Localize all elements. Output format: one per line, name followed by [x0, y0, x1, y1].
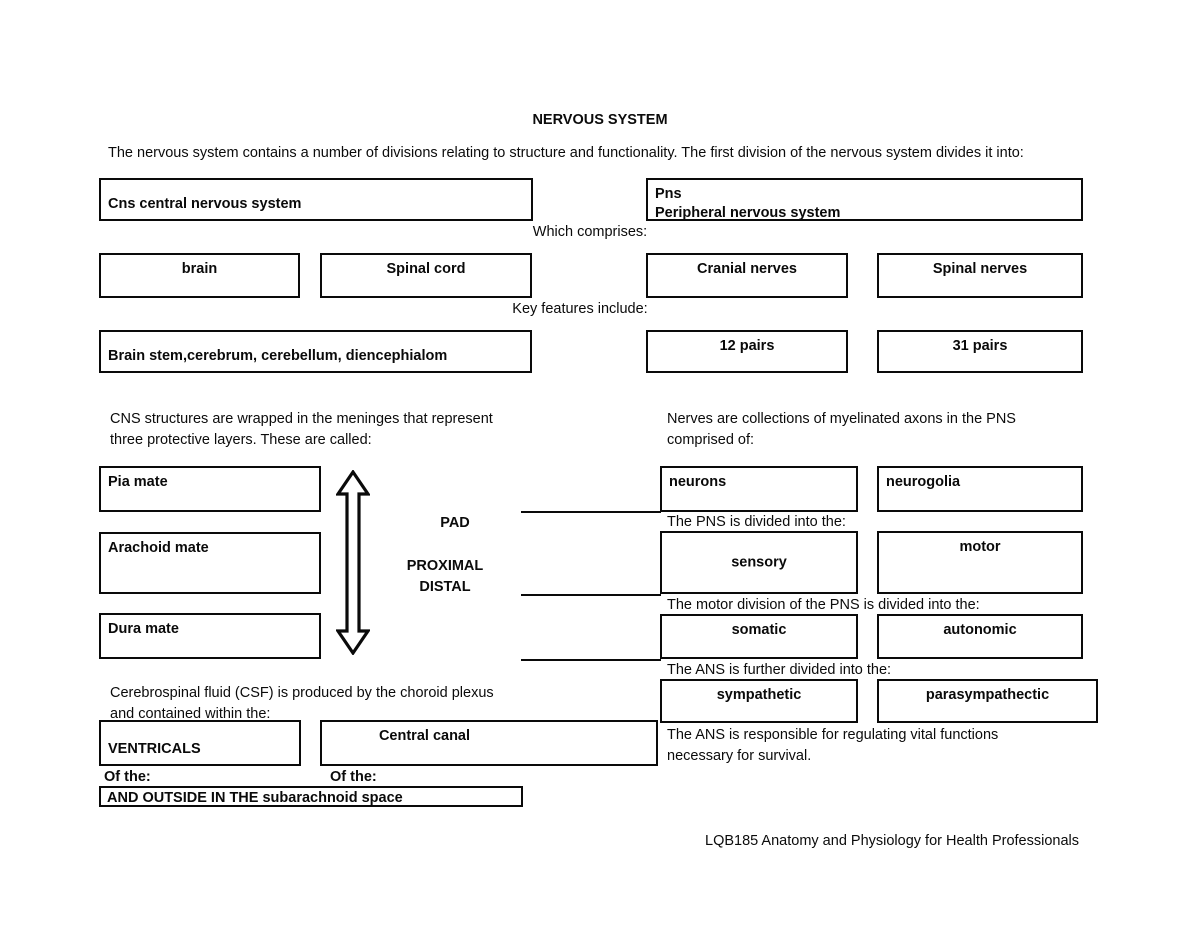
csf-subarachnoid-space-label: AND OUTSIDE IN THE subarachnoid space [107, 790, 403, 806]
ans-division-box-parasympathectic[interactable]: parasympathectic [877, 679, 1098, 723]
ans-division-sympathetic-label: sympathetic [716, 687, 802, 703]
meninges-description: CNS structures are wrapped in the mening… [110, 411, 493, 448]
cns-comprises-brain-label: brain [181, 261, 218, 277]
key-features-label: Key features include: [512, 301, 648, 317]
meninges-box-arachoid-mate[interactable]: Arachoid mate [99, 532, 321, 594]
cns-header-label: Cns central nervous system [108, 196, 302, 212]
pns-component-box-neurogolia[interactable]: neurogolia [877, 466, 1083, 512]
double-headed-arrow-icon [334, 469, 372, 656]
connector-line-neurons [521, 511, 661, 513]
ans-divided-label: The ANS is further divided into the: [667, 662, 892, 678]
ans-description: The ANS is responsible for regulating vi… [667, 727, 999, 764]
pns-component-neurons-label: neurons [669, 474, 727, 490]
page-title: NERVOUS SYSTEM [532, 112, 668, 128]
ans-division-box-sympathetic[interactable]: sympathetic [660, 679, 858, 723]
intro-paragraph: The nervous system contains a number of … [108, 145, 1024, 161]
pns-comprises-box-cranial-nerves[interactable]: Cranial nerves [646, 253, 848, 298]
pns-division-motor-label: motor [959, 539, 1001, 555]
pns-component-neurogolia-label: neurogolia [886, 474, 961, 490]
motor-division-box-autonomic[interactable]: autonomic [877, 614, 1083, 659]
pns-nerves-description: Nerves are collections of myelinated axo… [667, 411, 1016, 448]
meninges-dura-mate-label: Dura mate [108, 621, 179, 637]
pns-division-box-sensory[interactable]: sensory [660, 531, 858, 594]
cns-comprises-box-spinal-cord[interactable]: Spinal cord [320, 253, 532, 298]
ans-division-parasympathectic-label: parasympathectic [925, 687, 1050, 703]
motor-division-somatic-label: somatic [731, 622, 787, 638]
of-the-label-right: Of the: [330, 769, 377, 785]
cns-key-features-label: Brain stem,cerebrum, cerebellum, diencep… [108, 348, 448, 364]
cns-header-box[interactable]: Cns central nervous system [99, 178, 533, 221]
meninges-box-dura-mate[interactable]: Dura mate [99, 613, 321, 659]
pns-header-label: Pns Peripheral nervous system [655, 186, 841, 221]
pns-component-box-neurons[interactable]: neurons [660, 466, 858, 512]
pns-key-features-12-pairs-label: 12 pairs [719, 338, 775, 354]
csf-box-central-canal[interactable]: Central canal [320, 720, 658, 766]
meninges-box-pia-mate[interactable]: Pia mate [99, 466, 321, 512]
csf-description: Cerebrospinal fluid (CSF) is produced by… [110, 685, 494, 722]
csf-box-ventricals[interactable]: VENTRICALS [99, 720, 301, 766]
cns-comprises-spinal-cord-label: Spinal cord [386, 261, 466, 277]
pns-key-features-box-31-pairs[interactable]: 31 pairs [877, 330, 1083, 373]
pns-comprises-cranial-nerves-label: Cranial nerves [697, 261, 797, 277]
arrow-label-proximal: PROXIMAL [406, 558, 484, 574]
cns-key-features-box[interactable]: Brain stem,cerebrum, cerebellum, diencep… [99, 330, 532, 373]
pns-divided-label: The PNS is divided into the: [667, 514, 846, 530]
pns-division-box-motor[interactable]: motor [877, 531, 1083, 594]
of-the-label-left: Of the: [104, 769, 151, 785]
csf-ventricals-label: VENTRICALS [108, 741, 201, 757]
pns-key-features-31-pairs-label: 31 pairs [952, 338, 1008, 354]
csf-central-canal-label: Central canal [378, 728, 471, 744]
motor-divided-label: The motor division of the PNS is divided… [667, 597, 980, 613]
which-comprises-label: Which comprises: [532, 224, 648, 240]
motor-division-autonomic-label: autonomic [943, 622, 1017, 638]
arrow-label-distal: DISTAL [419, 579, 471, 595]
pns-key-features-box-12-pairs[interactable]: 12 pairs [646, 330, 848, 373]
csf-box-subarachnoid-space[interactable]: AND OUTSIDE IN THE subarachnoid space [99, 786, 523, 807]
cns-comprises-box-brain[interactable]: brain [99, 253, 300, 298]
pns-header-box[interactable]: Pns Peripheral nervous system [646, 178, 1083, 221]
pns-comprises-box-spinal-nerves[interactable]: Spinal nerves [877, 253, 1083, 298]
arrow-label-pad: PAD [440, 515, 470, 531]
meninges-pia-mate-label: Pia mate [108, 474, 168, 490]
connector-line-sensory [521, 594, 661, 596]
meninges-arachoid-mate-label: Arachoid mate [108, 540, 209, 556]
pns-division-sensory-label: sensory [731, 554, 787, 570]
footer-course-label: LQB185 Anatomy and Physiology for Health… [705, 833, 1079, 849]
motor-division-box-somatic[interactable]: somatic [660, 614, 858, 659]
connector-line-somatic [521, 659, 661, 661]
pns-comprises-spinal-nerves-label: Spinal nerves [932, 261, 1028, 277]
